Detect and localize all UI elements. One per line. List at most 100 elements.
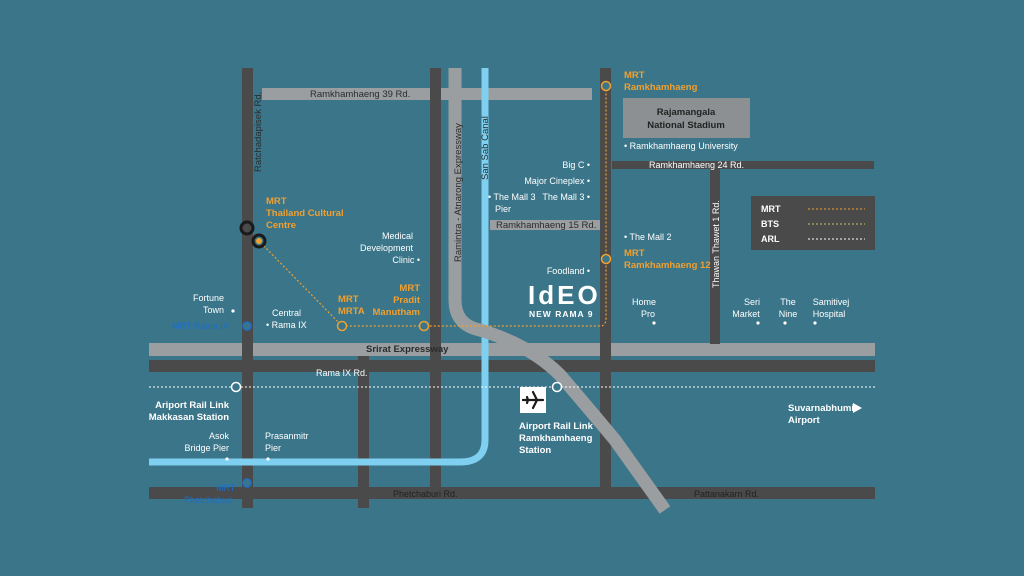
arl-makkasan-label-1: Ariport Rail Link (155, 400, 230, 411)
stadium-label-1: Rajamangala (657, 107, 716, 118)
homepro-dot (652, 321, 656, 325)
airplane-glyph (521, 390, 545, 410)
road-phetchaburi (149, 487, 875, 499)
mrt-ramkhamhaeng-label-2: Ramkhamhaeng (624, 82, 698, 93)
legend-bts: BTS (761, 219, 779, 229)
mrt-cultural-marker-core (256, 238, 262, 244)
fortune-label-1: Fortune (193, 293, 224, 303)
road-ramkhamhaeng-vertical (600, 68, 611, 499)
label-pattanakarn: Pattanakarn Rd. (694, 489, 759, 499)
samitivej-dot (813, 321, 817, 325)
arl-ramkhamhaeng-marker[interactable] (551, 381, 563, 393)
mrt-phetchaburi-label-1: MRT (216, 483, 236, 493)
label-ramintra: Ramintra - Atnarong Expressway (453, 123, 464, 262)
mrt-ramkhamhaeng-marker[interactable] (600, 80, 612, 92)
mrt-cultural-label-2: Thailand Cultural (266, 208, 344, 219)
project-subtitle: NEW RAMA 9 (529, 309, 593, 319)
road-ramkhamhaeng39 (262, 88, 592, 100)
project-logo: IdEO (528, 280, 601, 310)
asok-label-1: Asok (209, 431, 230, 441)
seri-dot (756, 321, 760, 325)
label-san-sab: San Sab Canal (480, 116, 491, 180)
central-label-1: Central (272, 308, 301, 318)
play-arrow-icon (853, 403, 862, 413)
seri-label-1: Seri (744, 297, 760, 307)
suvarnabhumi-label-1: Suvarnabhumi (788, 403, 854, 414)
label-ramkhamhaeng24: Ramkhamhaeng 24 Rd. (649, 160, 744, 170)
foodland-label: Foodland • (547, 266, 590, 276)
mrt-phetchaburi-marker[interactable] (242, 478, 252, 488)
arl-ramkhamhaeng-label-3: Station (519, 445, 551, 456)
fortune-dot (231, 309, 235, 313)
mrt-cultural-marker-dark[interactable] (239, 220, 255, 236)
mrt-phetchaburi-label-2: Phetchaburi (184, 495, 232, 505)
road-srirat-expressway (149, 343, 875, 356)
mrt-pradit-label-2: Pradit (393, 295, 421, 306)
thenine-label-2: Nine (779, 309, 798, 319)
mrt-line (257, 86, 607, 327)
stadium-box (623, 98, 750, 138)
road-ramkhamhaeng24 (612, 161, 874, 169)
samitivej-label-1: Samitivej (813, 297, 850, 307)
road-ratchadapisek (242, 68, 253, 508)
mrt-mrta-marker[interactable] (336, 320, 348, 332)
fortune-label-2: Town (203, 305, 224, 315)
san-sab-canal (149, 68, 489, 466)
suvarnabhumi-label-2: Airport (788, 415, 821, 426)
mrt-pradit-marker[interactable] (418, 320, 430, 332)
label-thawan: Thawan Thawet 1 Rd. (711, 200, 721, 288)
arl-ramkhamhaeng-label-2: Ramkhamhaeng (519, 433, 593, 444)
road-ramintra-vertical (430, 68, 441, 499)
thenine-dot (783, 321, 787, 325)
seri-label-2: Market (732, 309, 760, 319)
asok-dot (225, 457, 229, 461)
arl-makkasan-label-2: Makkasan Station (149, 412, 229, 423)
mall2-label: • The Mall 2 (624, 232, 672, 242)
medical-label-1: Medical (382, 231, 413, 241)
bigc-label: Big C • (562, 160, 590, 170)
ramintra-expressway (448, 68, 671, 514)
road-thawan (710, 169, 720, 344)
mall3-pier-label-1: • The Mall 3 (488, 192, 536, 202)
medical-label-3: Clinic • (392, 255, 420, 265)
mrt-ramkhamhaeng12-marker[interactable] (600, 253, 612, 265)
label-rama9: Rama IX Rd. (316, 368, 368, 378)
major-label: Major Cineplex • (524, 176, 590, 186)
homepro-label-2: Pro (641, 309, 655, 319)
thenine-label-1: The (780, 297, 796, 307)
legend-mrt: MRT (761, 204, 781, 214)
legend-arl: ARL (761, 234, 780, 244)
mrt-rama9-marker[interactable] (242, 321, 252, 331)
road-rama9 (149, 360, 875, 372)
mrt-ramkhamhaeng12-label-1: MRT (624, 248, 645, 259)
label-ramkhamhaeng15: Ramkhamhaeng 15 Rd. (496, 220, 596, 231)
mall3-pier-label-2: Pier (495, 204, 511, 214)
arl-makkasan-marker[interactable] (230, 381, 242, 393)
samitivej-label-2: Hospital (813, 309, 846, 319)
mall3-label: The Mall 3 • (542, 192, 590, 202)
mrt-pradit-label-3: Manutham (373, 307, 421, 318)
asok-label-2: Bridge Pier (184, 443, 229, 453)
label-ramkhamhaeng39: Ramkhamhaeng 39 Rd. (310, 89, 410, 100)
legend-box (751, 196, 875, 250)
homepro-label-1: Home (632, 297, 656, 307)
label-srirat: Srirat Expressway (366, 344, 449, 355)
mrt-mrta-label-2: MRTA (338, 306, 365, 317)
medical-label-2: Development (360, 243, 414, 253)
mrt-cultural-label-1: MRT (266, 196, 287, 207)
prasanmitr-label-2: Pier (265, 443, 281, 453)
label-phetchaburi: Phetchaburi Rd. (393, 489, 458, 499)
ram-university-label: • Ramkhamhaeng University (624, 141, 738, 151)
mrt-mrta-label-1: MRT (338, 294, 359, 305)
prasanmitr-dot (266, 457, 270, 461)
mrt-pradit-label-1: MRT (399, 283, 420, 294)
arl-ramkhamhaeng-label-1: Airport Rail Link (519, 421, 594, 432)
mrt-rama9-label: MRT Rama IX (172, 321, 229, 331)
central-label-2: • Rama IX (266, 320, 307, 330)
mrt-cultural-label-3: Centre (266, 220, 296, 231)
mrt-ramkhamhaeng12-label-2: Ramkhamhaeng 12 (624, 260, 711, 271)
stadium-label-2: National Stadium (647, 120, 725, 131)
mrt-ramkhamhaeng-label-1: MRT (624, 70, 645, 81)
